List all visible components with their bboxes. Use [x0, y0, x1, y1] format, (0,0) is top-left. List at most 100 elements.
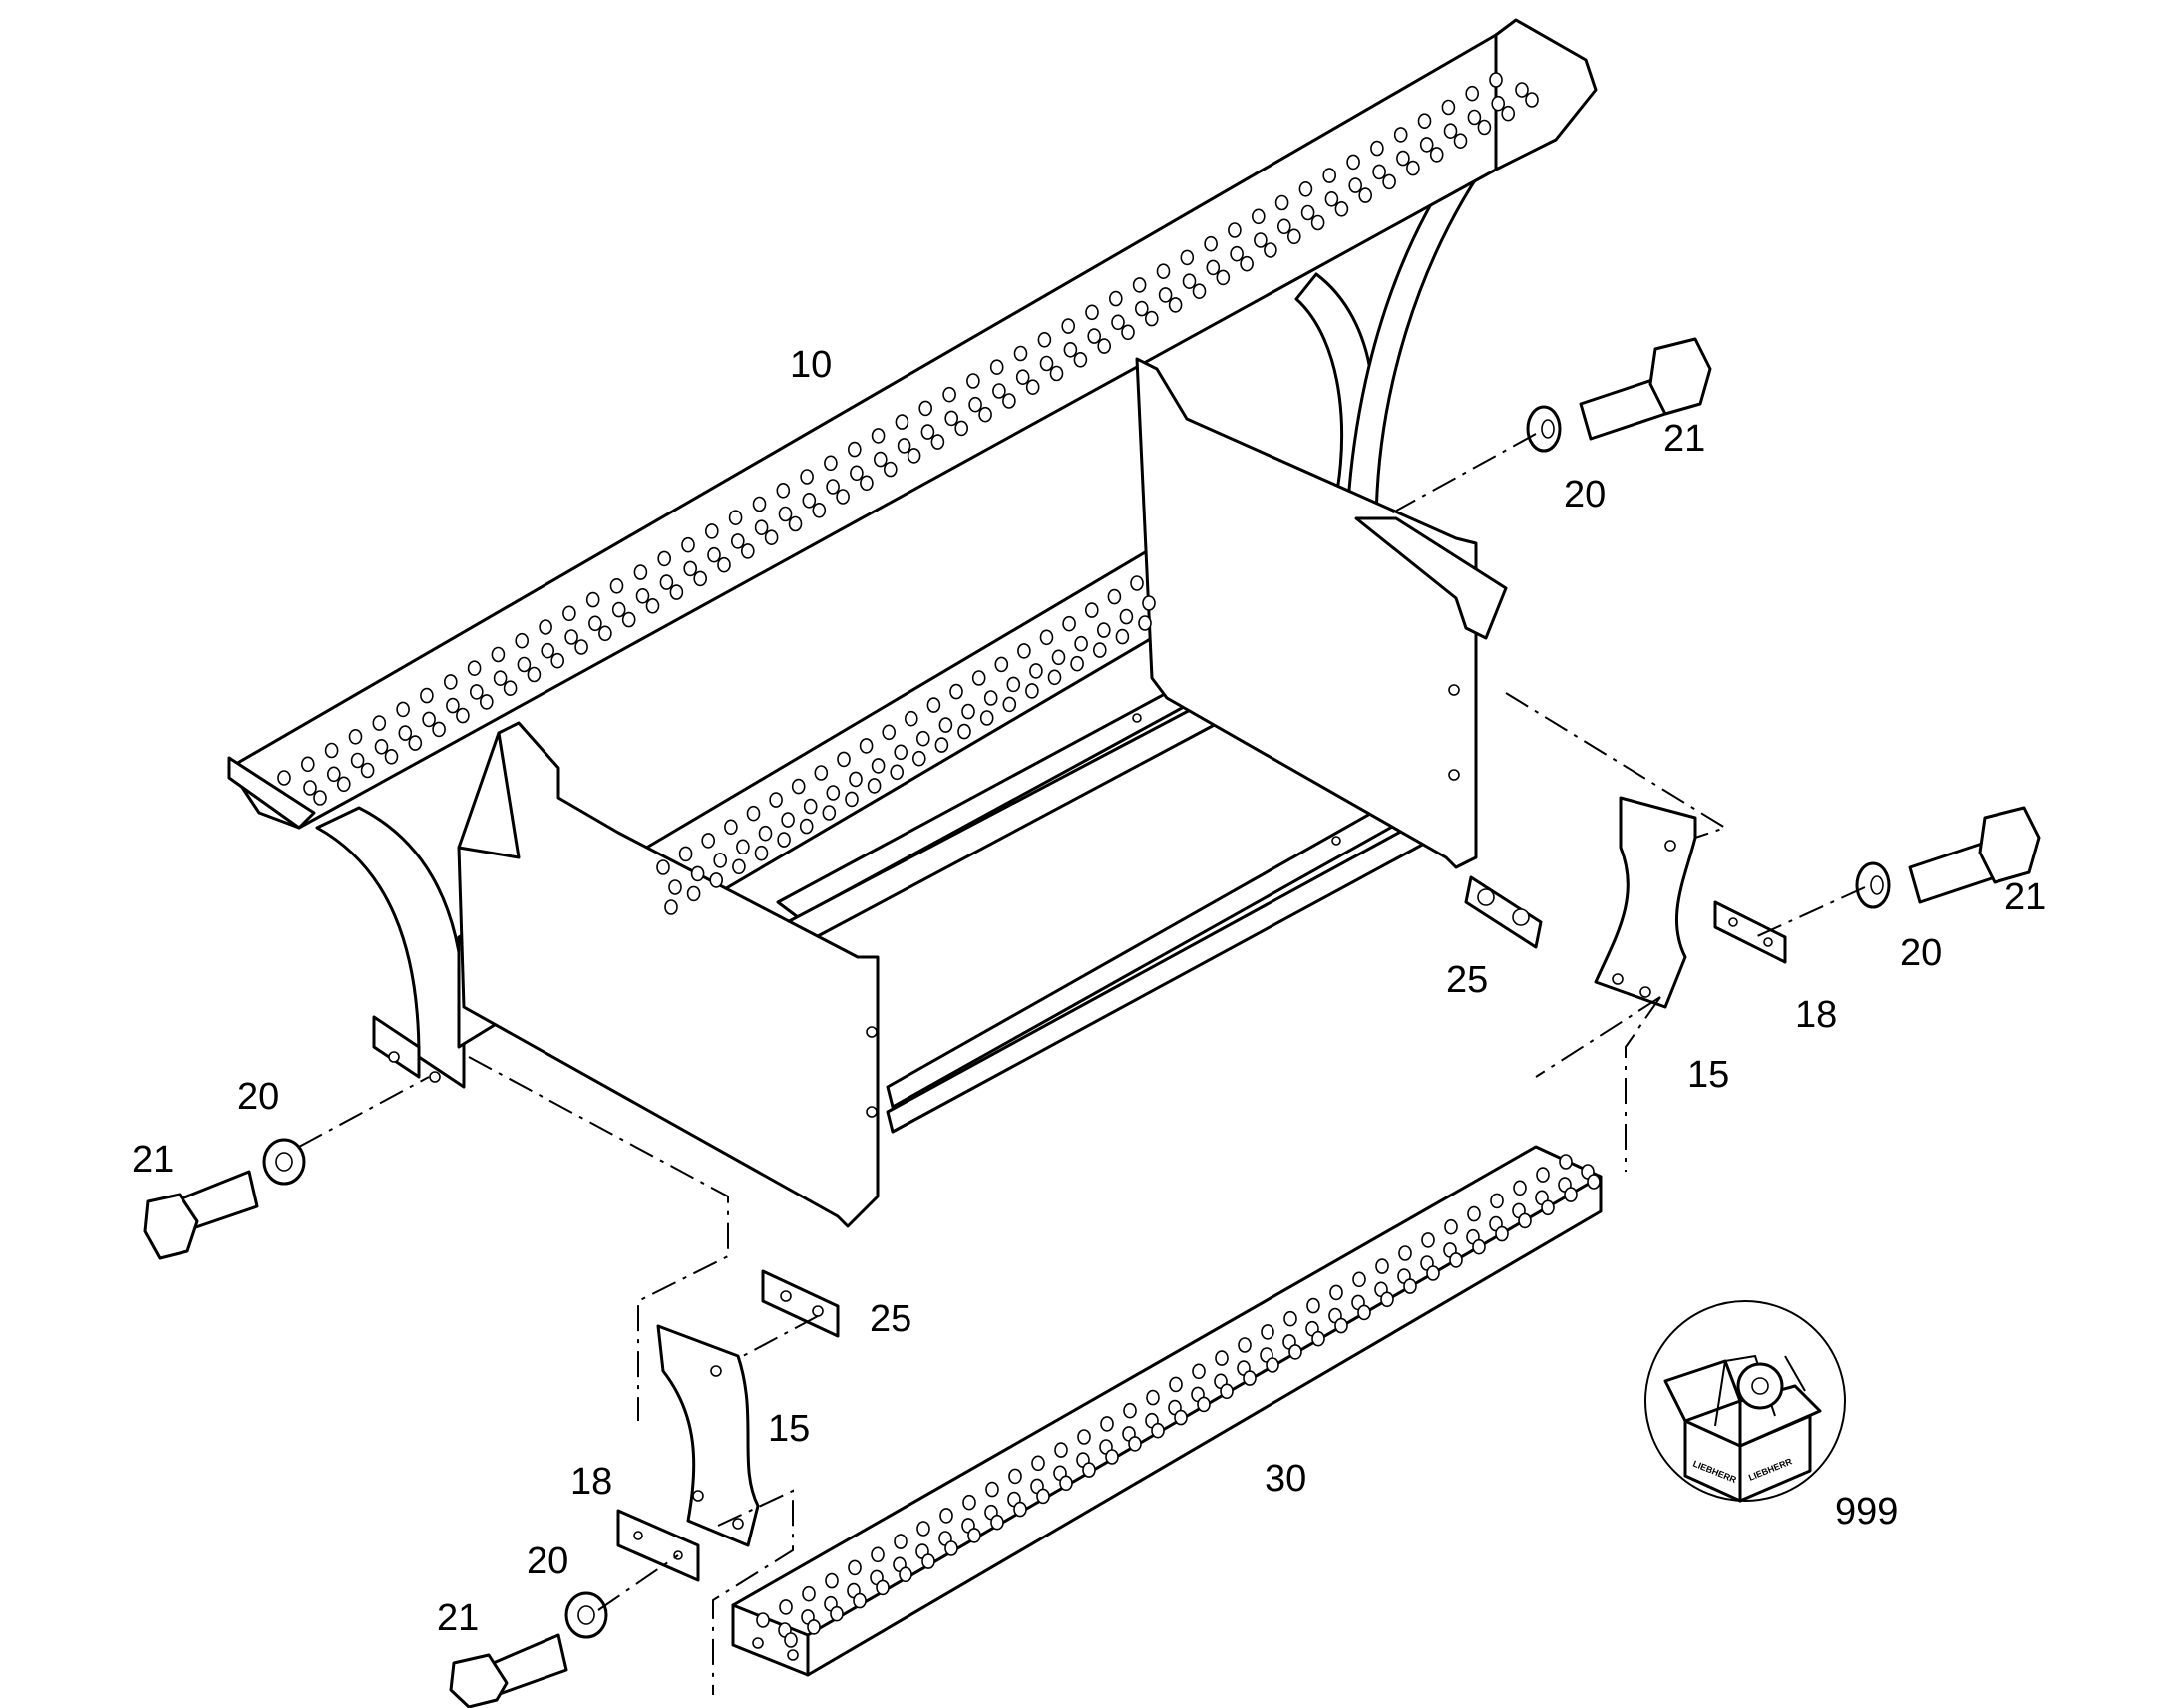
perforation-hole	[1074, 635, 1088, 652]
perforation-hole	[799, 818, 814, 835]
perforation-hole	[736, 839, 750, 855]
perforation-hole	[1541, 1199, 1555, 1216]
perforation-hole	[769, 792, 783, 808]
perforation-hole	[926, 697, 941, 713]
perforation-hole	[894, 744, 908, 761]
perforation-hole	[1013, 345, 1028, 362]
perforation-hole	[957, 723, 971, 740]
callout-18: 18	[1795, 994, 1837, 1036]
perforation-hole	[422, 711, 436, 728]
perforation-hole	[1429, 147, 1444, 163]
perforation-hole	[876, 1579, 890, 1596]
bolt-21-right-upper	[1579, 337, 1712, 441]
perforation-hole	[1261, 1324, 1274, 1340]
callout-21: 21	[132, 1139, 174, 1181]
perforation-hole	[277, 770, 291, 786]
perforation-hole	[1062, 615, 1076, 632]
callout-15: 15	[768, 1408, 810, 1450]
perforation-hole	[1037, 331, 1052, 348]
perforation-hole	[1352, 1271, 1366, 1288]
callout-999: 999	[1835, 1491, 1898, 1533]
perforation-hole	[681, 536, 695, 553]
perforation-hole	[826, 479, 840, 495]
perforation-hole	[678, 846, 693, 862]
perforation-hole	[683, 560, 698, 577]
perforation-hole	[408, 735, 423, 751]
perforation-hole	[994, 656, 1009, 673]
callout-20: 20	[237, 1076, 279, 1118]
perforation-hole	[962, 1494, 976, 1511]
perforation-hole	[313, 790, 327, 806]
perforation-hole	[491, 646, 506, 663]
perforation-hole	[921, 1553, 935, 1569]
perforation-hole	[1192, 283, 1207, 300]
perforation-hole	[527, 666, 542, 683]
perforation-hole	[1085, 602, 1099, 618]
perforation-hole	[812, 502, 827, 518]
perforation-hole	[609, 577, 624, 594]
perforation-hole	[904, 710, 918, 727]
perforation-hole	[493, 670, 508, 687]
perforation-hole	[836, 489, 850, 505]
perforation-hole	[539, 619, 552, 635]
callout-20: 20	[1900, 932, 1942, 974]
perforation-hole	[920, 424, 935, 440]
perforation-hole	[1156, 263, 1171, 280]
washer-20-left-upper	[262, 1138, 306, 1186]
perforation-hole	[1025, 683, 1039, 699]
perforation-hole	[1142, 595, 1156, 611]
perforation-hole	[1128, 1436, 1142, 1452]
perforation-hole	[849, 771, 863, 788]
perforation-hole	[1444, 1218, 1458, 1235]
perforation-hole	[756, 1612, 770, 1628]
perforation-hole	[853, 1592, 867, 1609]
perforation-hole	[954, 420, 969, 437]
perforation-hole	[1465, 85, 1479, 102]
perforation-hole	[443, 674, 458, 690]
perforation-hole	[1467, 1205, 1481, 1222]
perforation-hole	[968, 396, 982, 413]
perforation-hole	[1329, 1284, 1343, 1301]
perforation-hole	[1174, 1409, 1188, 1426]
perforation-hole	[1426, 1265, 1440, 1281]
perforation-hole	[1135, 300, 1149, 317]
perforation-hole	[1015, 369, 1030, 386]
perforation-hole	[1151, 1422, 1165, 1439]
plate-25-right	[1464, 875, 1543, 949]
perforation-hole	[1111, 314, 1125, 331]
perforation-hole	[1197, 1396, 1211, 1413]
perforation-hole	[1204, 235, 1218, 252]
perforation-hole	[1017, 643, 1031, 659]
perforation-hole	[1105, 1449, 1119, 1465]
perforation-hole	[1039, 355, 1054, 372]
perforation-hole	[826, 785, 841, 801]
perforation-hole	[1396, 150, 1410, 167]
perforation-hole	[985, 1481, 999, 1498]
perforation-hole	[1008, 1468, 1022, 1485]
perforation-hole	[1145, 310, 1159, 327]
perforation-hole	[1513, 1180, 1527, 1196]
perforation-hole	[350, 752, 365, 769]
bracket-15-left	[656, 1324, 760, 1547]
perforation-hole	[1158, 287, 1173, 303]
perforation-hole	[1467, 109, 1482, 126]
perforation-hole	[645, 597, 660, 614]
perforation-hole	[873, 451, 888, 468]
perforation-hole	[372, 715, 387, 731]
bolt-21-right-lower	[1908, 806, 2041, 904]
perforation-hole	[791, 778, 806, 795]
perforation-hole	[837, 751, 851, 768]
perforation-hole	[1100, 1416, 1114, 1432]
perforation-hole	[664, 899, 678, 915]
perforation-hole	[1495, 1225, 1509, 1242]
lower-step-part-30	[731, 1145, 1603, 1677]
perforation-hole	[324, 742, 339, 759]
perforation-hole	[550, 652, 565, 669]
perforation-hole	[814, 765, 829, 781]
perforation-hole	[845, 791, 859, 808]
plate-18-left	[616, 1509, 700, 1582]
perforation-hole	[871, 758, 886, 774]
perforation-hole	[1107, 588, 1122, 605]
perforation-hole	[456, 707, 470, 724]
perforation-hole	[1370, 140, 1384, 157]
